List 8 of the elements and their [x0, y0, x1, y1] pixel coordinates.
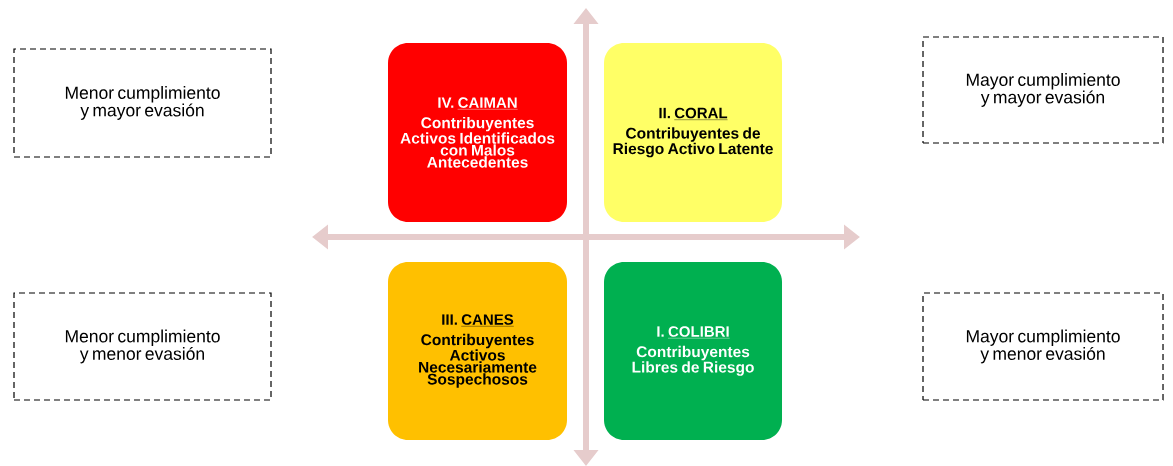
- quadrant-box: I. COLIBRI Contribuyentes Libres de Riesgo: [604, 262, 782, 440]
- dashed-box: Menor cumplimiento y menor evasión: [13, 292, 272, 401]
- quadrant-box: II. CORAL Contribuyentes de Riesgo Activo Latente: [604, 43, 782, 222]
- quadrant-box: III. CANES Contribuyentes Activos Necesariamente Sospechosos: [388, 262, 567, 440]
- dashed-box: Mayor cumplimiento y mayor evasión: [922, 36, 1164, 144]
- quadrant-box: IV. CAIMAN Contribuyentes Activos Identificados con Malos Antecedentes: [388, 43, 567, 222]
- dashed-box: Menor cumplimiento y mayor evasión: [13, 48, 272, 158]
- dashed-box: Mayor cumplimiento y menor evasión: [922, 292, 1164, 401]
